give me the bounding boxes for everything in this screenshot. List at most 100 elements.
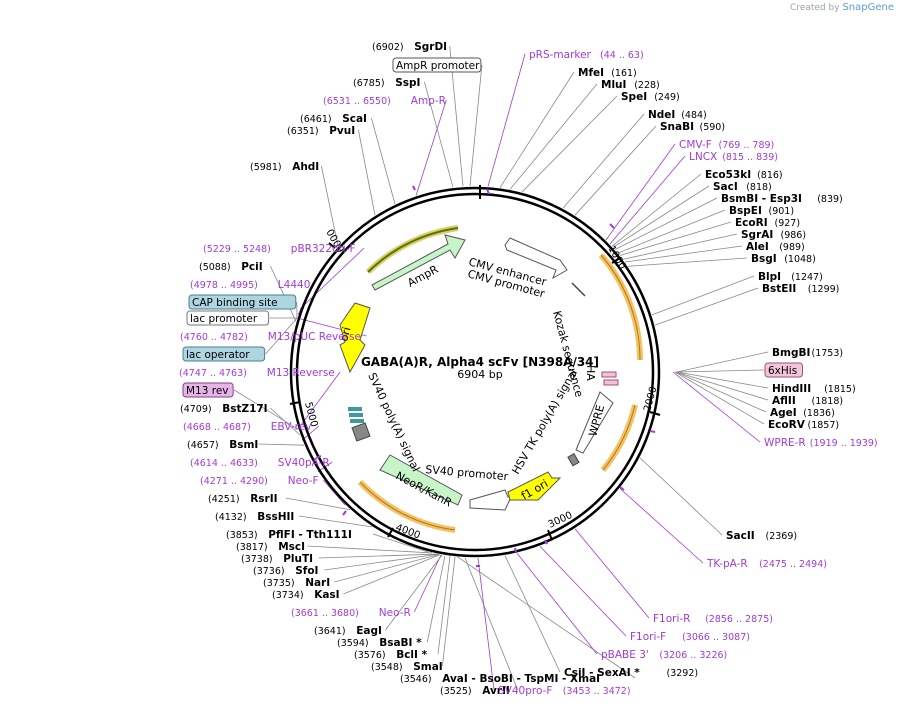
site-name: AvaI - BsoBI - TspMI - XmaI	[442, 673, 600, 685]
site-label-wpre-r[interactable]: WPRE-R(1919 .. 1939)	[764, 437, 878, 449]
site-label-kasi[interactable]: (3734)KasI	[272, 589, 340, 601]
leader-pbr322ori-f	[299, 247, 365, 310]
site-label-ndei[interactable]: NdeI(484)	[648, 109, 707, 121]
site-label-l4440[interactable]: (4978 .. 4995)L4440	[190, 279, 310, 291]
site-label-pvui[interactable]: (6351)PvuI	[287, 125, 355, 137]
site-position: (4978 .. 4995)	[190, 280, 258, 291]
site-name: F1ori-F	[630, 631, 666, 643]
site-label-ampr-promoter[interactable]: AmpR promoter	[392, 57, 482, 73]
site-position: (2369)	[766, 531, 798, 542]
site-label-sgrai[interactable]: SgrAI(986)	[741, 229, 806, 241]
leader-csii-sexai	[504, 555, 561, 673]
site-name: BmgBI	[772, 347, 810, 359]
site-position: (1818)	[812, 396, 844, 407]
site-label-pluti[interactable]: (3738)PluTI	[241, 553, 313, 565]
site-label-amp-r[interactable]: (6531 .. 6550)Amp-R	[323, 95, 446, 107]
site-name: SfoI	[295, 565, 318, 577]
ampr-arrow	[371, 234, 466, 291]
site-name: AleI	[746, 241, 769, 253]
site-label-sgrdi[interactable]: (6902)SgrDI	[372, 41, 447, 53]
site-label-msci[interactable]: (3817)MscI	[236, 541, 305, 553]
site-label-snabi[interactable]: SnaBI(590)	[660, 121, 725, 133]
site-label-eagi[interactable]: (3641)EagI	[314, 625, 382, 637]
site-name: EagI	[356, 625, 382, 637]
site-label-bmgbi[interactable]: BmgBI(1753)	[772, 347, 843, 359]
site-label-bsmbi-esp3i[interactable]: BsmBI - Esp3I(839)	[721, 193, 843, 205]
sv40-pa-box	[351, 422, 371, 442]
site-label-aflii[interactable]: AflII(1818)	[772, 395, 843, 407]
site-label-sspi[interactable]: (6785)SspI	[353, 77, 420, 89]
site-name: SacI	[713, 181, 738, 193]
site-label-scai[interactable]: (6461)ScaI	[300, 113, 367, 125]
site-label-agei[interactable]: AgeI(1836)	[770, 407, 835, 419]
site-label-ebv-rev[interactable]: (4668 .. 4687)EBV-rev	[183, 421, 311, 433]
site-position: (4251)	[208, 494, 240, 505]
site-label-spei[interactable]: SpeI(249)	[621, 91, 680, 103]
site-label-mfei[interactable]: MfeI(161)	[578, 67, 637, 79]
site-label-cmv-f[interactable]: CMV-F(769 .. 789)	[679, 139, 774, 151]
orf-arc-4-line	[367, 227, 459, 273]
site-label-rsrii[interactable]: (4251)RsrII	[208, 493, 278, 505]
site-label-sv40pa-r[interactable]: (4614 .. 4633)SV40pA-R	[190, 457, 330, 469]
leader-sfoi	[324, 553, 439, 571]
site-label-lncx[interactable]: LNCX(815 .. 839)	[689, 151, 778, 163]
site-label-lac-operator[interactable]: lac operator	[182, 346, 266, 362]
site-label-csii-sexai[interactable]: CsiI - SexAI *(3292)	[564, 667, 698, 679]
site-label-lac-promoter[interactable]: lac promoter	[186, 310, 270, 326]
site-name: BspEI	[729, 205, 762, 217]
site-label-6xhis[interactable]: 6xHis	[764, 362, 803, 378]
site-label-sv40pro-f[interactable]: SV40pro-F(3453 .. 3472)	[498, 685, 631, 697]
site-name: SgrDI	[414, 41, 447, 53]
site-label-saci[interactable]: SacI(818)	[713, 181, 772, 193]
site-label-pbabe-3[interactable]: pBABE 3'(3206 .. 3226)	[601, 649, 727, 661]
site-name: ScaI	[342, 113, 367, 125]
site-label-avai-bsobi-tspmi-xmai[interactable]: (3546)AvaI - BsoBI - TspMI - XmaI	[400, 673, 600, 685]
site-label-nari[interactable]: (3735)NarI	[263, 577, 330, 589]
site-name: M13 Reverse	[267, 367, 335, 379]
site-label-pflfi-tth111i[interactable]: (3853)PflFI - Tth111I	[226, 529, 352, 541]
site-label-hindiii[interactable]: HindIII(1815)	[772, 383, 856, 395]
site-label-bcli[interactable]: (3576)BclI *	[354, 649, 428, 661]
site-position: (1299)	[808, 284, 840, 295]
site-label-eco53ki[interactable]: Eco53kI(816)	[705, 169, 783, 181]
site-label-neo-f[interactable]: (4271 .. 4290)Neo-F	[200, 475, 319, 487]
site-label-pcii[interactable]: (5088)PciI	[199, 261, 263, 273]
site-label-pbr322ori-f[interactable]: (5229 .. 5248)pBR322ori-F	[203, 243, 356, 255]
site-label-alei[interactable]: AleI(989)	[746, 241, 805, 253]
site-label-ecorv[interactable]: EcoRV(1857)	[768, 419, 839, 431]
site-label-m13-reverse[interactable]: (4747 .. 4763)M13 Reverse	[179, 367, 335, 379]
site-label-avrii[interactable]: (3525)AvrII	[440, 685, 510, 697]
site-label-bsabi[interactable]: (3594)BsaBI *	[337, 637, 422, 649]
orf-arc-2-line	[602, 404, 636, 471]
site-label-ecori[interactable]: EcoRI(927)	[735, 217, 800, 229]
site-label-m13-puc-reverse[interactable]: (4760 .. 4782)M13/pUC Reverse	[180, 331, 361, 343]
site-label-m13-rev[interactable]: M13 rev	[182, 382, 234, 398]
site-label-bsmi[interactable]: (4657)BsmI	[187, 439, 258, 451]
site-name: BsmBI - Esp3I	[721, 193, 802, 205]
site-label-bspei[interactable]: BspEI(901)	[729, 205, 794, 217]
site-label-sfoi[interactable]: (3736)SfoI	[253, 565, 318, 577]
leader-ampr-promoter	[469, 64, 483, 187]
site-label-smai[interactable]: (3548)SmaI	[371, 661, 443, 673]
site-label-bstz17i[interactable]: (4709)BstZ17I	[180, 403, 268, 415]
site-label-mlui[interactable]: MluI(228)	[601, 79, 660, 91]
site-label-neo-r[interactable]: (3661 .. 3680)Neo-R	[291, 607, 411, 619]
site-label-bsshii[interactable]: (4132)BssHII	[215, 511, 294, 523]
site-label-bsgi[interactable]: BsgI(1048)	[751, 253, 816, 265]
site-label-cap-binding-site[interactable]: CAP binding site	[188, 294, 297, 310]
site-label-bsteii[interactable]: BstEII(1299)	[762, 283, 839, 295]
site-name: CAP binding site	[192, 297, 278, 309]
leader-ahdi	[321, 165, 339, 247]
leader-bsteii	[654, 287, 759, 326]
leader-mfei	[499, 71, 575, 188]
site-label-ahdi[interactable]: (5981)AhdI	[250, 161, 319, 173]
leader-bsshii	[298, 515, 373, 528]
site-label-blpi[interactable]: BlpI(1247)	[758, 271, 823, 283]
site-label-tk-pa-r[interactable]: TK-pA-R(2475 .. 2494)	[706, 558, 827, 570]
site-label-f1ori-r[interactable]: F1ori-R(2856 .. 2875)	[653, 613, 773, 625]
site-label-f1ori-f[interactable]: F1ori-F(3066 .. 3087)	[630, 631, 750, 643]
site-name: Neo-F	[288, 475, 319, 487]
site-label-prs-marker[interactable]: pRS-marker(44 .. 63)	[529, 49, 644, 61]
site-label-sacii[interactable]: SacII(2369)	[726, 530, 797, 542]
leader-sacii	[639, 457, 723, 536]
